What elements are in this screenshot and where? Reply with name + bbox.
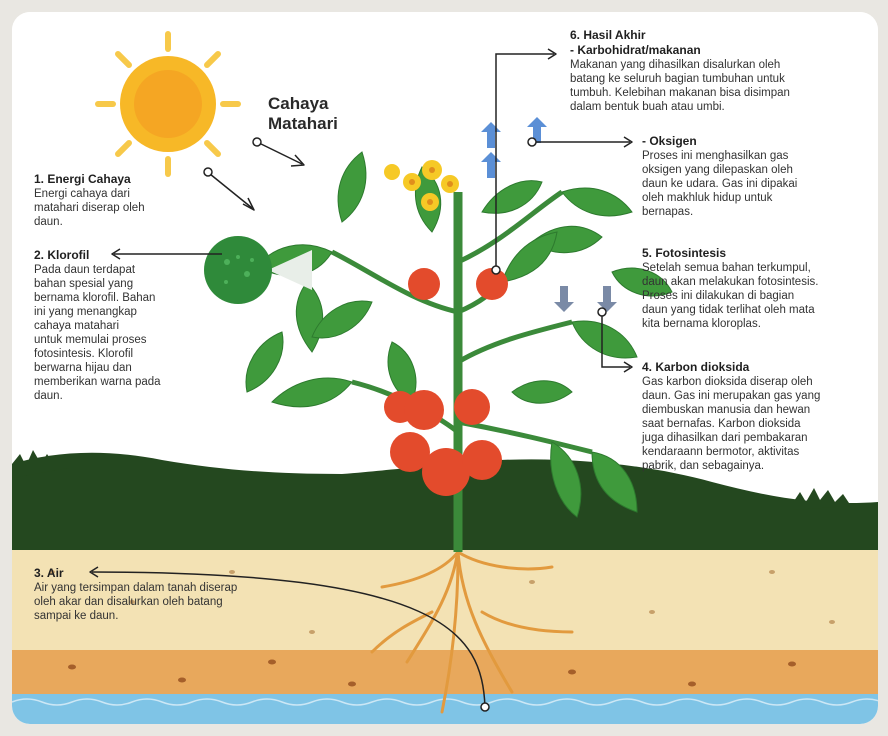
label-line: daun akan melakukan fotosintesis.	[642, 275, 867, 289]
label-line: memberikan warna pada	[34, 375, 209, 389]
label-line: bahan spesial yang	[34, 277, 209, 291]
label-fotosintesis: 5. Fotosintesis Setelah semua bahan terk…	[642, 246, 867, 331]
label-hasil-akhir: 6. Hasil Akhir - Karbohidrat/makanan Mak…	[570, 28, 860, 114]
label-line: sampai ke daun.	[34, 609, 314, 623]
label-line: saat bernafas. Karbon dioksida	[642, 417, 867, 431]
label-line: daun.	[34, 215, 204, 229]
label-line: pabrik, dan sebagainya.	[642, 459, 867, 473]
label-line: daun. Gas ini merupakan gas yang	[642, 389, 867, 403]
label-karbon-dioksida: 4. Karbon dioksida Gas karbon dioksida d…	[642, 360, 867, 473]
label-title: - Oksigen	[642, 134, 862, 149]
label-line: oksigen yang dilepaskan oleh	[642, 163, 862, 177]
label-title: 4. Karbon dioksida	[642, 360, 867, 375]
label-line: dalam bentuk buah atau umbi.	[570, 100, 860, 114]
label-line: Proses ini menghasilkan gas	[642, 149, 862, 163]
label-line: diembuskan manusia dan hewan	[642, 403, 867, 417]
label-title: 2. Klorofil	[34, 248, 209, 263]
label-line: cahaya matahari	[34, 319, 209, 333]
label-line: Gas karbon dioksida diserap oleh	[642, 375, 867, 389]
label-line: daun ke udara. Gas ini dipakai	[642, 177, 862, 191]
diagram-panel: Cahaya Matahari 1. Energi Cahaya Energi …	[12, 12, 878, 724]
label-line: Proses ini dilakukan di bagian	[642, 289, 867, 303]
label-line: ini yang menangkap	[34, 305, 209, 319]
label-line: juga dihasilkan dari pembakaran	[642, 431, 867, 445]
label-line: tumbuh. Kelebihan makanan bisa disimpan	[570, 86, 860, 100]
sun-label-line: Matahari	[268, 114, 338, 134]
subsoil	[12, 650, 878, 694]
label-subtitle: - Karbohidrat/makanan	[570, 43, 860, 58]
label-oksigen: - Oksigen Proses ini menghasilkan gas ok…	[642, 134, 862, 219]
label-line: oleh makhluk hidup untuk	[642, 191, 862, 205]
label-line: batang ke seluruh bagian tumbuhan untuk	[570, 72, 860, 86]
label-line: untuk memulai proses	[34, 333, 209, 347]
label-klorofil: 2. Klorofil Pada daun terdapat bahan spe…	[34, 248, 209, 403]
label-title: 6. Hasil Akhir	[570, 28, 860, 43]
label-line: berwarna hijau dan	[34, 361, 209, 375]
label-title: 3. Air	[34, 566, 314, 581]
label-title: 1. Energi Cahaya	[34, 172, 204, 187]
label-line: Makanan yang dihasilkan disalurkan oleh	[570, 58, 860, 72]
label-line: Pada daun terdapat	[34, 263, 209, 277]
label-line: Energi cahaya dari	[34, 187, 204, 201]
sun-label: Cahaya Matahari	[268, 94, 338, 134]
label-line: matahari diserap oleh	[34, 201, 204, 215]
label-line: daun yang tidak terlihat oleh mata	[642, 303, 867, 317]
label-line: Air yang tersimpan dalam tanah diserap	[34, 581, 314, 595]
label-line: oleh akar dan disalurkan oleh batang	[34, 595, 314, 609]
label-energi-cahaya: 1. Energi Cahaya Energi cahaya dari mata…	[34, 172, 204, 229]
label-line: kita bernama kloroplas.	[642, 317, 867, 331]
label-line: bernama klorofil. Bahan	[34, 291, 209, 305]
label-title: 5. Fotosintesis	[642, 246, 867, 261]
label-line: fotosintesis. Klorofil	[34, 347, 209, 361]
label-line: Setelah semua bahan terkumpul,	[642, 261, 867, 275]
label-line: bernapas.	[642, 205, 862, 219]
label-air: 3. Air Air yang tersimpan dalam tanah di…	[34, 566, 314, 623]
label-line: daun.	[34, 389, 209, 403]
label-line: kendaraann bermotor, aktivitas	[642, 445, 867, 459]
sun-label-line: Cahaya	[268, 94, 338, 114]
